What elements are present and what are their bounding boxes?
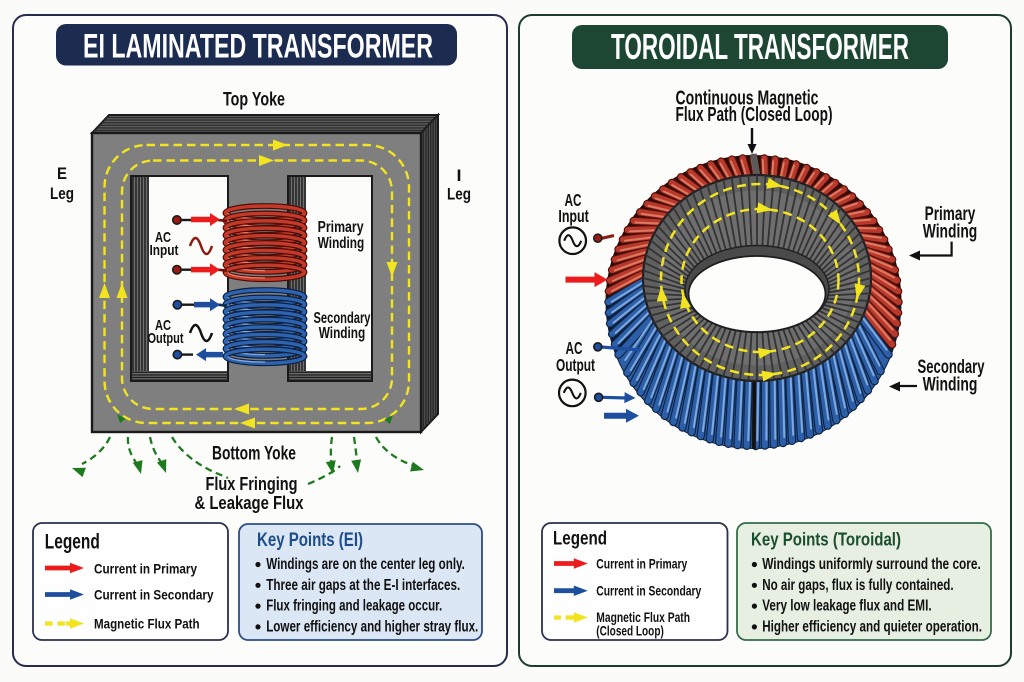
- svg-text:Magnetic Flux Path: Magnetic Flux Path: [94, 616, 200, 632]
- svg-text:& Leakage Flux: & Leakage Flux: [195, 493, 304, 513]
- svg-text:Output: Output: [556, 355, 595, 375]
- svg-text:Three air gaps at the E-I inte: Three air gaps at the E-I interfaces.: [266, 577, 460, 594]
- svg-text:Secondary: Secondary: [918, 357, 985, 378]
- svg-text:Legend: Legend: [45, 530, 100, 554]
- svg-text:AC: AC: [566, 338, 583, 358]
- svg-text:TOROIDAL TRANSFORMER: TOROIDAL TRANSFORMER: [611, 26, 909, 67]
- svg-text:Windings uniformly surround th: Windings uniformly surround the core.: [762, 556, 981, 573]
- svg-text:No air gaps, flux is fully con: No air gaps, flux is fully contained.: [762, 577, 953, 594]
- svg-text:Leg: Leg: [50, 184, 74, 203]
- svg-text:Flux Path (Closed Loop): Flux Path (Closed Loop): [676, 103, 833, 126]
- svg-text:Bottom Yoke: Bottom Yoke: [212, 443, 296, 465]
- svg-text:Magnetic Flux Path: Magnetic Flux Path: [596, 610, 690, 625]
- svg-text:AC: AC: [155, 229, 171, 246]
- svg-text:Current in Secondary: Current in Secondary: [94, 587, 214, 603]
- svg-text:Primary: Primary: [925, 204, 976, 225]
- svg-text:Lower efficiency and higher st: Lower efficiency and higher stray flux.: [266, 618, 478, 635]
- svg-text:Input: Input: [558, 206, 589, 226]
- svg-text:Legend: Legend: [553, 529, 607, 550]
- svg-text:Winding: Winding: [923, 222, 978, 243]
- svg-text:Input: Input: [150, 242, 179, 259]
- svg-text:Continuous Magnetic: Continuous Magnetic: [676, 86, 819, 109]
- svg-text:Winding: Winding: [923, 375, 978, 396]
- svg-text:AC: AC: [565, 190, 582, 210]
- svg-text:E: E: [57, 164, 67, 183]
- svg-text:Flux Fringing: Flux Fringing: [206, 474, 298, 494]
- svg-text:Winding: Winding: [318, 235, 365, 252]
- svg-text:Winding: Winding: [319, 325, 366, 342]
- svg-text:Secondary: Secondary: [314, 310, 371, 327]
- svg-text:Top Yoke: Top Yoke: [223, 89, 285, 111]
- svg-text:Key Points (EI): Key Points (EI): [257, 529, 363, 551]
- svg-text:Leg: Leg: [447, 185, 471, 204]
- svg-text:AC: AC: [155, 317, 171, 334]
- svg-text:Key Points (Toroidal): Key Points (Toroidal): [751, 530, 901, 550]
- svg-text:Current in Primary: Current in Primary: [94, 560, 197, 576]
- svg-text:Primary: Primary: [318, 219, 364, 236]
- svg-text:Windings are on the center leg: Windings are on the center leg only.: [266, 556, 465, 573]
- svg-text:Output: Output: [148, 330, 184, 347]
- svg-text:Flux fringing and leakage occu: Flux fringing and leakage occur.: [266, 598, 442, 615]
- svg-text:Current in Secondary: Current in Secondary: [596, 584, 701, 599]
- svg-text:EI LAMINATED TRANSFORMER: EI LAMINATED TRANSFORMER: [83, 28, 433, 66]
- svg-text:Current in Primary: Current in Primary: [596, 557, 687, 572]
- svg-text:Very low leakage flux and EMI.: Very low leakage flux and EMI.: [762, 598, 931, 615]
- svg-text:I: I: [457, 166, 462, 185]
- svg-text:Higher efficiency and quieter: Higher efficiency and quieter operation.: [762, 618, 982, 635]
- svg-text:(Closed Loop): (Closed Loop): [596, 623, 664, 638]
